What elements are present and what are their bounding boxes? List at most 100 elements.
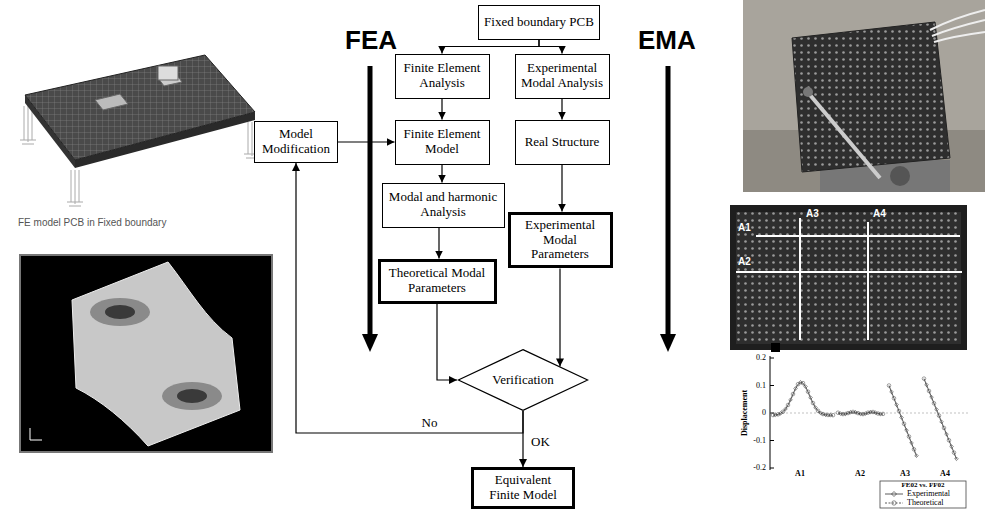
experimental-marker <box>915 454 919 458</box>
theoretical-marker <box>881 412 885 416</box>
experimental-marker <box>844 412 848 416</box>
theoretical-marker <box>826 413 830 417</box>
theoretical-marker <box>791 392 795 396</box>
experimental-marker <box>789 398 793 402</box>
test-setup-photo-part <box>792 22 950 172</box>
test-setup-photo-part <box>890 166 910 186</box>
experimental-marker <box>874 411 878 415</box>
section-arrows-part <box>666 66 671 336</box>
legend-line <box>885 494 903 495</box>
fe-model-illustration-part <box>25 55 255 160</box>
flow-connector <box>441 99 442 120</box>
flow-connector <box>561 165 562 212</box>
theoretical-marker <box>887 384 891 388</box>
test-setup-photo-part <box>743 0 985 192</box>
mode-shape-chart <box>770 356 968 508</box>
legend-item: Experimental <box>884 490 950 498</box>
flow-connector <box>437 304 457 381</box>
flow-connector <box>442 40 539 54</box>
experimental-curve <box>773 382 833 415</box>
start-box: Fixed boundary PCB <box>478 5 600 40</box>
pcb-measurement-photo <box>730 205 967 352</box>
theoretical-marker <box>786 403 790 407</box>
legend-line <box>885 503 903 504</box>
node-text: Modal and harmonic Analysis <box>388 190 499 220</box>
flow-connector <box>561 99 562 120</box>
experimental-marker <box>905 428 909 432</box>
node-text: Model Modification <box>260 127 332 157</box>
experimental-marker <box>950 445 954 449</box>
experimental-marker <box>864 412 868 416</box>
experimental-marker <box>900 416 904 420</box>
mode-shape-curves <box>771 377 958 461</box>
theoretical-marker <box>781 410 785 414</box>
pcb-measurement-photo-part <box>736 212 961 344</box>
theoretical-marker <box>811 401 815 405</box>
section-heading: FEA <box>345 26 397 55</box>
theoretical-marker <box>947 438 951 442</box>
theoretical-marker <box>907 435 911 439</box>
process-box: Finite Element Analysis <box>395 54 490 99</box>
theoretical-marker <box>806 390 810 394</box>
experimental-marker <box>774 413 778 417</box>
pcb-measurement-photo-part <box>730 205 967 350</box>
legend-item: Theoretical <box>884 499 943 507</box>
mode-shape-illustration-part <box>105 305 135 319</box>
experimental-marker <box>809 396 813 400</box>
edge-label: OK <box>529 435 552 449</box>
fe-model-illustration-part <box>95 94 128 110</box>
mode-shape-illustration-part <box>90 298 150 326</box>
experimental-marker <box>794 387 798 391</box>
axis-tick-label: 0 <box>762 409 766 418</box>
experimental-marker <box>955 457 959 461</box>
result-box: Equivalent Finite Model <box>471 467 575 509</box>
experimental-curve <box>889 386 917 456</box>
theoretical-marker <box>912 448 916 452</box>
experimental-marker <box>910 441 914 445</box>
test-setup-photo <box>743 0 985 192</box>
mode-shape-illustration-part <box>30 428 42 440</box>
node-text: Equivalent Finite Model <box>479 473 567 503</box>
section-arrows-part <box>368 66 373 336</box>
test-setup-photo-part <box>803 87 813 97</box>
theoretical-marker <box>937 414 941 418</box>
theoretical-marker <box>831 413 835 417</box>
flow-connector <box>559 268 560 366</box>
experimental-marker <box>925 383 929 387</box>
line-marker-label: A1 <box>738 222 751 233</box>
node-text: Experimental Modal Parameters <box>516 218 605 263</box>
diamond-outline <box>458 350 587 411</box>
experimental-marker <box>895 403 899 407</box>
fe-model-illustration <box>20 55 260 206</box>
mode-shape-chart-part <box>880 481 966 508</box>
line-marker-label: A2 <box>738 256 751 267</box>
mode-shape-illustration <box>20 255 272 452</box>
experimental-curve <box>924 379 957 459</box>
legend-title: FE02 vs. FF02 <box>902 482 945 490</box>
section-arrows-part <box>660 334 676 352</box>
mode-shape-illustration-part <box>20 255 272 452</box>
figure-caption: FE model PCB in Fixed boundary <box>18 217 166 228</box>
legend-marker <box>892 501 896 505</box>
result-box: Theoretical Modal Parameters <box>378 259 497 304</box>
theoretical-marker <box>922 377 926 381</box>
experimental-marker <box>945 432 949 436</box>
test-setup-photo-part <box>810 95 880 178</box>
line-marker-label: A3 <box>806 208 819 219</box>
experimental-marker <box>799 380 803 384</box>
theoretical-marker <box>902 422 906 426</box>
pcb-measurement-photo-part <box>771 343 780 352</box>
section-arrows-part <box>362 334 378 352</box>
theoretical-marker <box>892 396 896 400</box>
node-text: Real Structure <box>525 135 600 150</box>
legend-text: Experimental <box>907 490 950 498</box>
theoretical-marker <box>942 426 946 430</box>
process-box: Finite Element Model <box>395 120 490 165</box>
node-text: Finite Element Model <box>401 127 484 157</box>
flow-connector <box>338 141 395 142</box>
axis-tick-label: 0.1 <box>756 381 766 390</box>
theoretical-curve <box>773 383 833 416</box>
theoretical-marker <box>927 389 931 393</box>
mode-shape-illustration-part <box>177 389 207 403</box>
